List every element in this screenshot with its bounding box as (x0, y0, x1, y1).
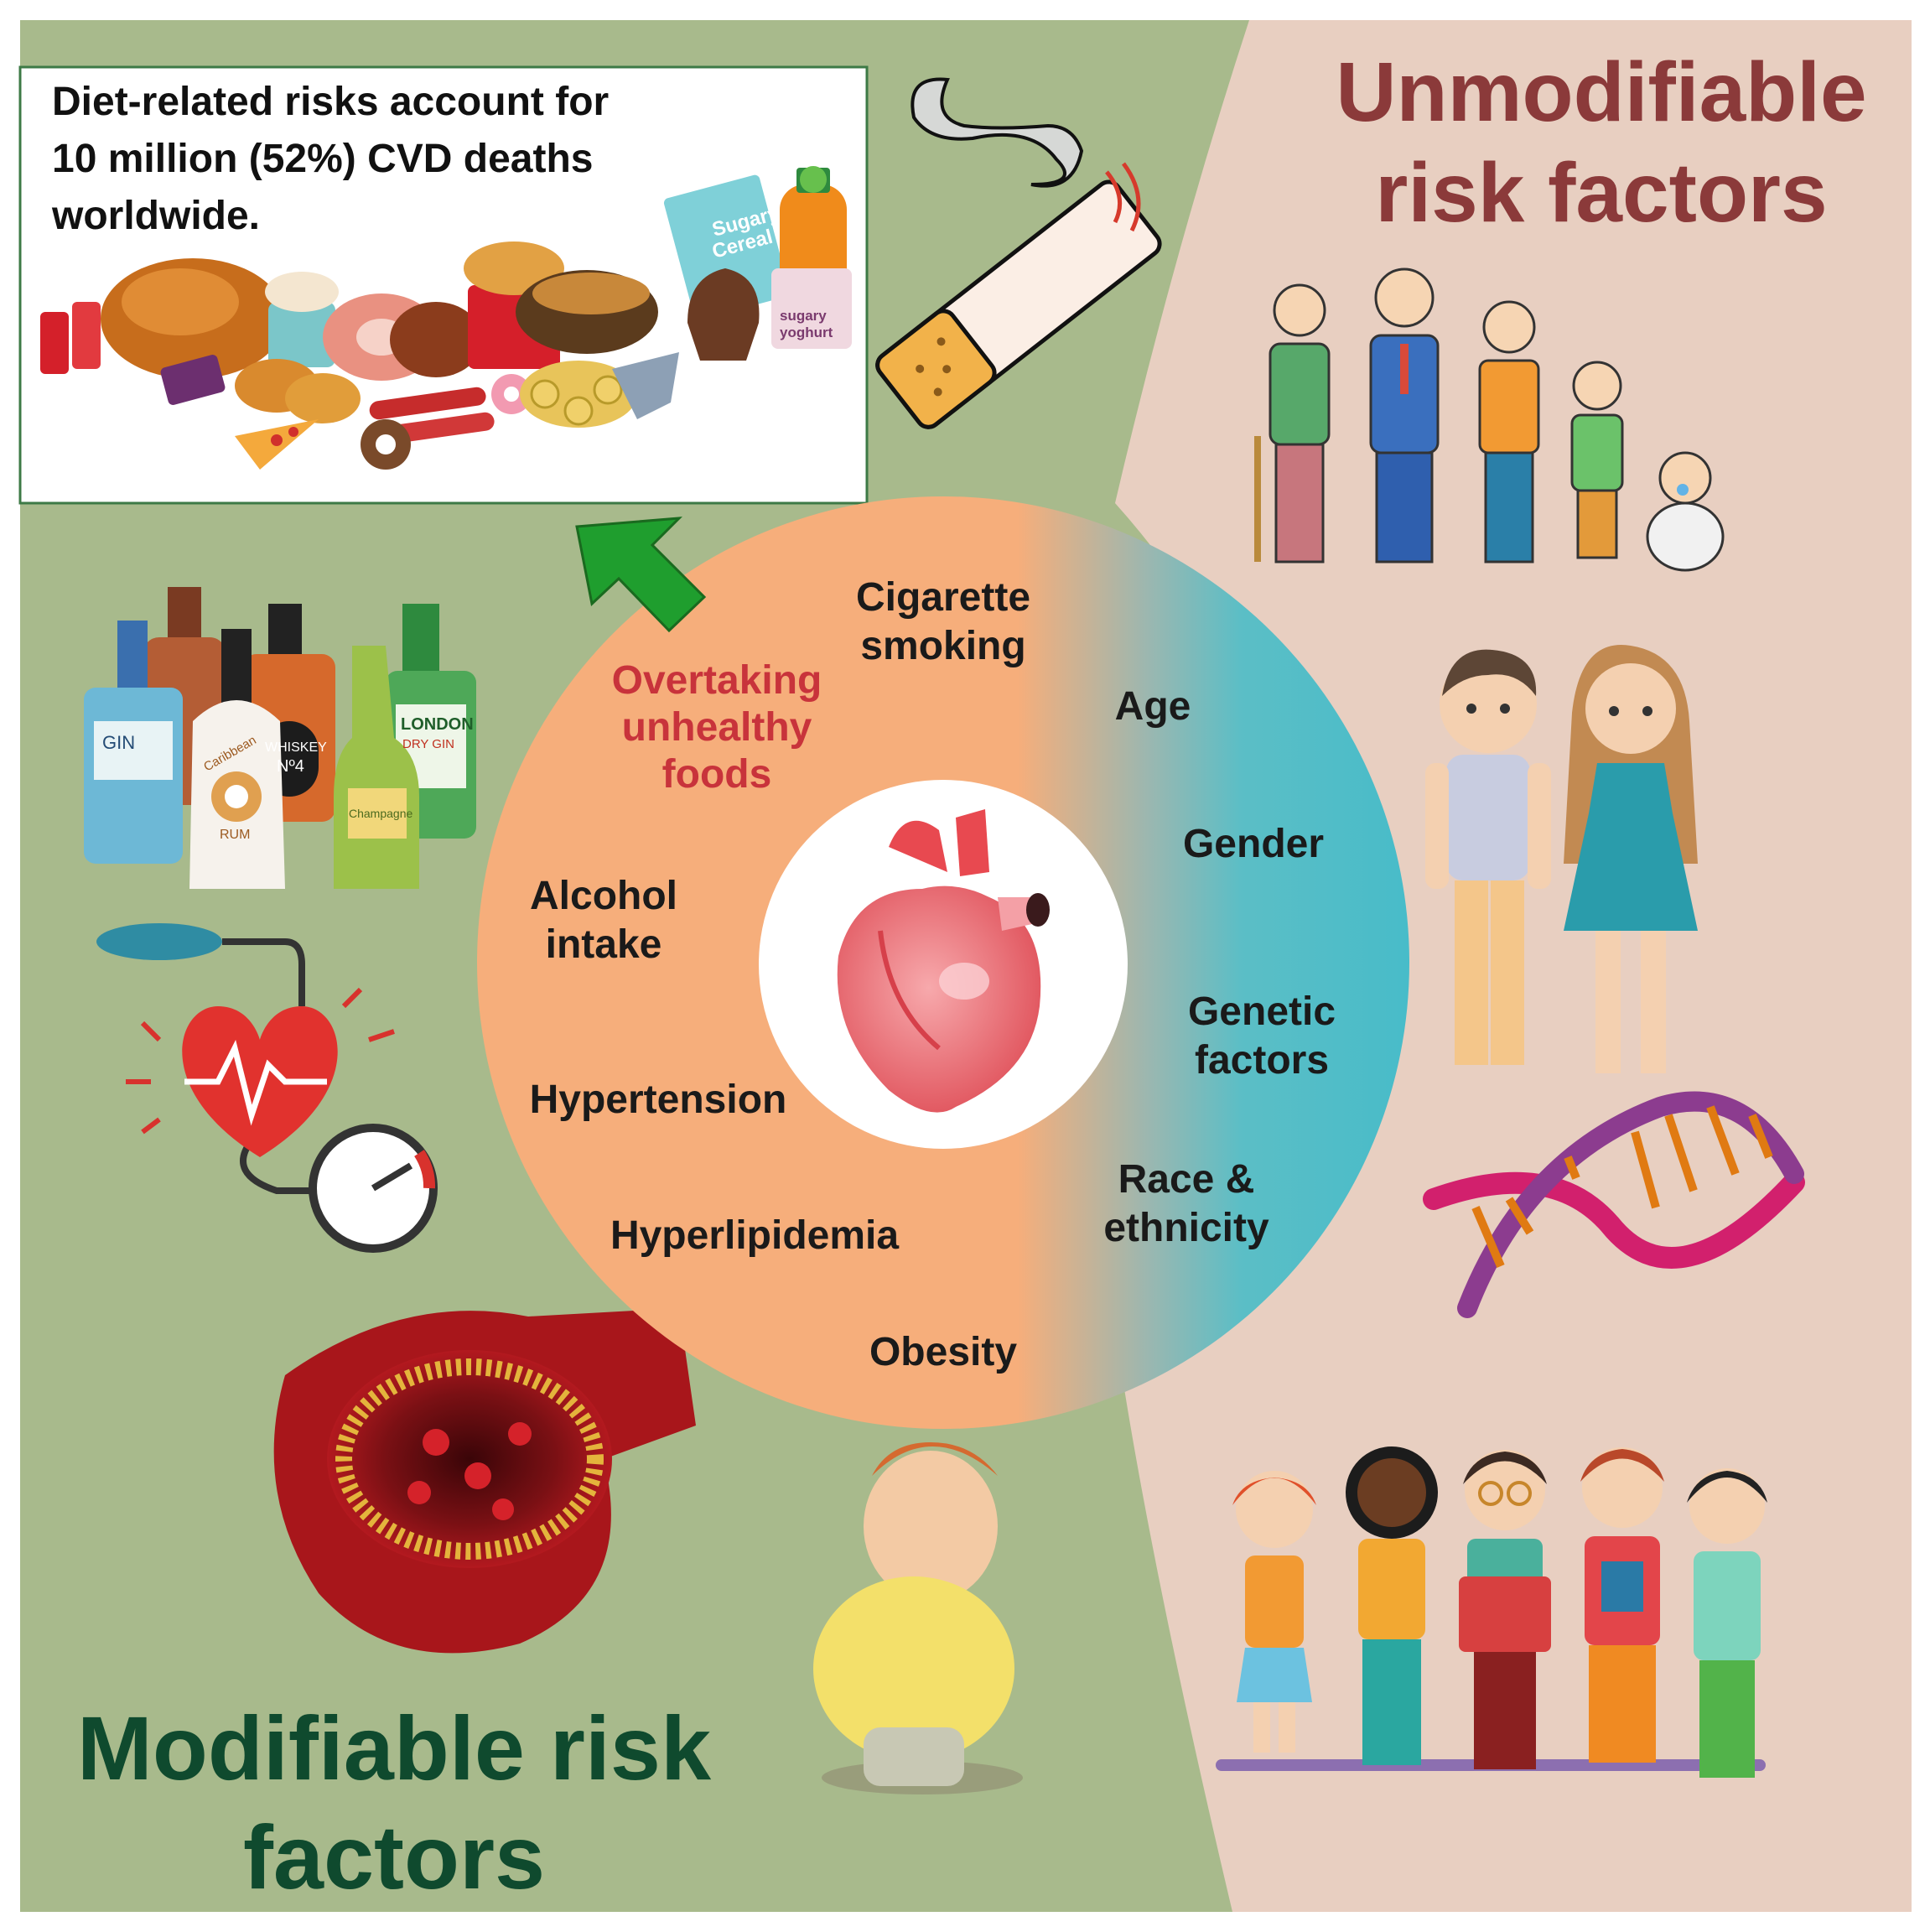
heart-icon (837, 809, 1050, 1113)
cigarette-icon (875, 77, 1162, 429)
diverse-children-icon (1216, 1446, 1767, 1778)
green-arrow-icon (575, 517, 707, 633)
diet-line-1: Diet-related risks account for (52, 80, 610, 124)
factor-age: Age (1082, 683, 1224, 731)
factor-cigarette-smoking: Cigarette smoking (826, 574, 1061, 670)
factor-race-ethnicity: Race & ethnicity (1082, 1156, 1291, 1252)
dna-icon (1423, 1091, 1805, 1318)
modifiable-title-line-1: Modifiable risk (76, 1697, 712, 1799)
factor-label: Gender (1182, 822, 1325, 866)
modifiable-title-line-2: factors (242, 1805, 546, 1908)
junk-food-icon (40, 166, 852, 470)
factor-gender: Gender (1149, 820, 1358, 869)
age-group-icon (1254, 267, 1725, 572)
factor-label: Obesity (869, 1330, 1018, 1374)
artery-plaque-icon (273, 1308, 696, 1654)
factor-label: Race & (1118, 1157, 1255, 1202)
factor-label: unhealthy (621, 705, 812, 750)
diet-line-3: worldwide. (52, 194, 261, 239)
yoghurt-label: sugary (780, 308, 827, 324)
factor-alcohol-intake: Alcohol intake (495, 872, 713, 969)
alcohol-bottles-icon (84, 587, 476, 889)
london-label: LONDON (401, 715, 474, 734)
whiskey-label: WHISKEY (265, 740, 327, 755)
factor-label: Hypertension (529, 1078, 787, 1122)
factor-label: Alcohol (530, 874, 677, 918)
unmodifiable-title-line-2: risk factors (1375, 146, 1828, 240)
factor-obesity: Obesity (838, 1328, 1048, 1377)
diet-line-2: 10 million (52%) CVD deaths (52, 137, 594, 182)
factor-label: ethnicity (1103, 1205, 1269, 1250)
rum-label: RUM (220, 828, 250, 842)
champagne-label: Champagne (349, 807, 412, 820)
factor-label: smoking (860, 623, 1026, 668)
factor-genetic: Genetic factors (1157, 988, 1367, 1084)
london-label-2: DRY GIN (402, 737, 454, 751)
factor-label: foods (661, 752, 772, 797)
factor-unhealthy-foods: Overtaking unhealthy foods (578, 657, 855, 798)
yoghurt-label-2: yoghurt (780, 325, 833, 340)
obese-man-icon (813, 1442, 1023, 1794)
factor-label: Genetic (1187, 989, 1336, 1034)
factor-label: Age (1114, 684, 1191, 729)
blood-pressure-icon (96, 923, 438, 1253)
factor-hyperlipidemia: Hyperlipidemia (587, 1212, 922, 1260)
unmodifiable-title: Unmodifiable risk factors (1308, 42, 1895, 243)
factor-label: Overtaking (611, 658, 822, 703)
unmodifiable-title-line-1: Unmodifiable (1336, 45, 1867, 139)
factor-label: factors (1194, 1037, 1330, 1083)
gin-label: GIN (102, 732, 135, 753)
gender-couple-icon (1425, 645, 1698, 1073)
diet-statement: Diet-related risks account for 10 millio… (52, 74, 807, 245)
factor-label: Hyperlipidemia (610, 1213, 900, 1258)
whiskey-label-2: Nº4 (277, 757, 304, 776)
factor-label: intake (545, 922, 662, 967)
factor-label: Cigarette (855, 575, 1031, 620)
factor-hypertension: Hypertension (503, 1076, 813, 1124)
modifiable-title: Modifiable risk factors (50, 1694, 738, 1911)
